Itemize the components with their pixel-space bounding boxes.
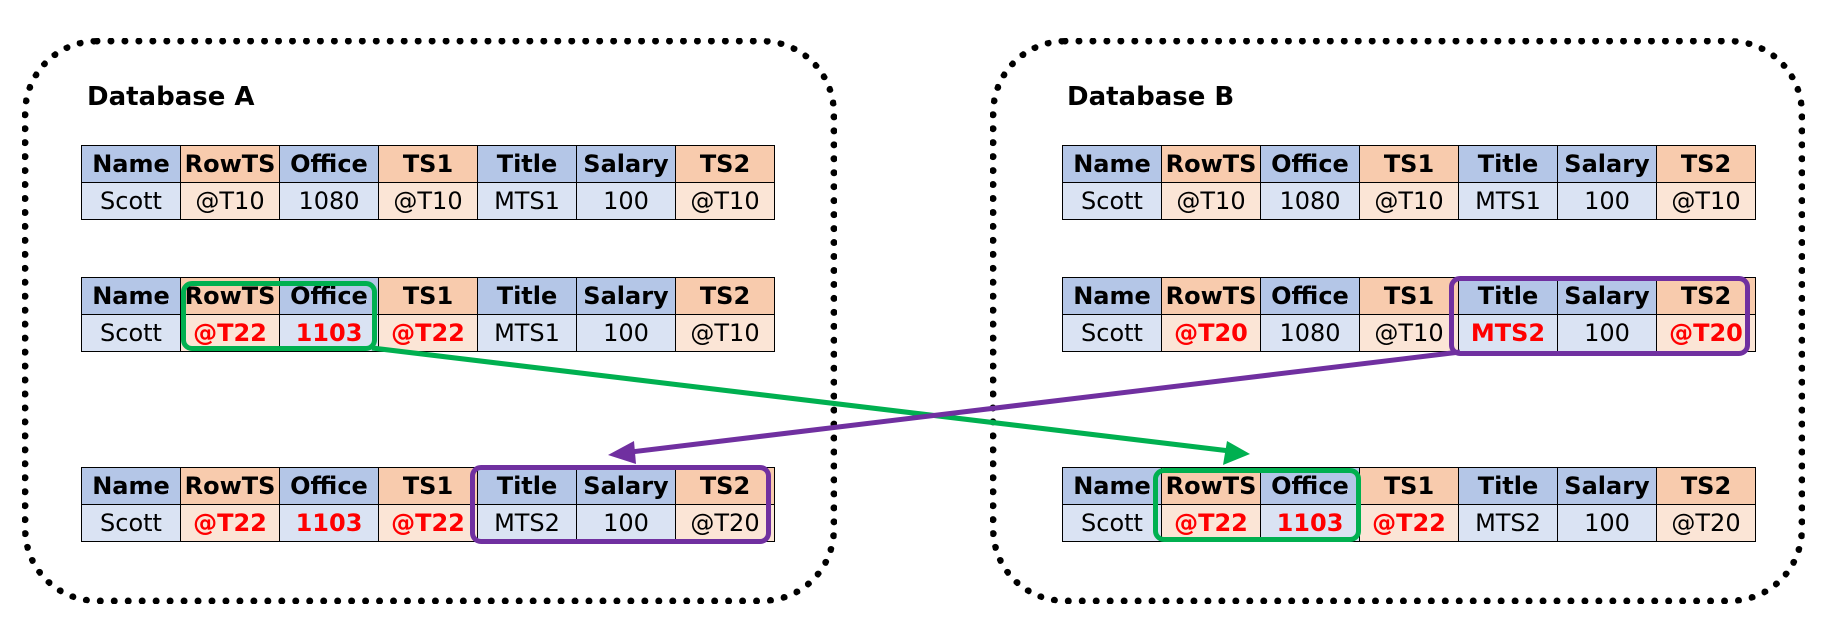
cell-name: Scott <box>1063 315 1162 352</box>
column-header-ts2: TS2 <box>1657 146 1756 183</box>
column-header-ts2: TS2 <box>1657 468 1756 505</box>
cell-title: MTS2 <box>478 505 577 542</box>
column-header-office: Office <box>280 146 379 183</box>
cell-ts1: @T10 <box>1360 183 1459 220</box>
cell-salary: 100 <box>1558 505 1657 542</box>
column-header-rowts: RowTS <box>1162 278 1261 315</box>
cell-rowts: @T22 <box>181 505 280 542</box>
green-replication-arrow <box>371 345 1250 465</box>
column-header-ts1: TS1 <box>1360 468 1459 505</box>
column-header-office: Office <box>1261 278 1360 315</box>
column-header-title: Title <box>478 468 577 505</box>
column-header-title: Title <box>478 278 577 315</box>
cell-name: Scott <box>1063 505 1162 542</box>
column-header-salary: Salary <box>577 146 676 183</box>
column-header-title: Title <box>1459 278 1558 315</box>
cell-title: MTS1 <box>478 183 577 220</box>
cell-ts1: @T10 <box>1360 315 1459 352</box>
cell-office: 1080 <box>280 183 379 220</box>
column-header-office: Office <box>280 468 379 505</box>
column-header-rowts: RowTS <box>1162 146 1261 183</box>
cell-office: 1103 <box>280 505 379 542</box>
column-header-name: Name <box>1063 468 1162 505</box>
column-header-rowts: RowTS <box>181 146 280 183</box>
column-header-title: Title <box>478 146 577 183</box>
cell-ts1: @T22 <box>379 505 478 542</box>
column-header-ts2: TS2 <box>676 468 775 505</box>
db-b-merged-office-highlight <box>1153 468 1361 542</box>
database-b-title: Database B <box>1067 82 1235 112</box>
purple-replication-arrow <box>608 349 1461 464</box>
cell-salary: 100 <box>1558 183 1657 220</box>
column-header-ts2: TS2 <box>676 146 775 183</box>
column-header-name: Name <box>82 278 181 315</box>
cell-ts2: @T10 <box>1657 183 1756 220</box>
db-b-changed-title-highlight <box>1449 276 1750 356</box>
cell-ts2: @T10 <box>676 183 775 220</box>
column-header-ts1: TS1 <box>379 146 478 183</box>
cell-name: Scott <box>82 505 181 542</box>
column-header-ts1: TS1 <box>379 468 478 505</box>
database-a-container <box>22 38 837 604</box>
cell-salary: 100 <box>577 315 676 352</box>
cell-title: MTS2 <box>1459 505 1558 542</box>
cell-rowts: @T22 <box>1162 505 1261 542</box>
column-header-name: Name <box>82 468 181 505</box>
cell-ts1: @T22 <box>1360 505 1459 542</box>
column-header-name: Name <box>1063 278 1162 315</box>
column-header-name: Name <box>1063 146 1162 183</box>
cell-title: MTS2 <box>1459 315 1558 352</box>
column-header-salary: Salary <box>1558 278 1657 315</box>
cell-office: 1080 <box>1261 315 1360 352</box>
cell-ts2: @T20 <box>1657 505 1756 542</box>
column-header-ts1: TS1 <box>1360 278 1459 315</box>
cell-rowts: @T22 <box>181 315 280 352</box>
column-header-office: Office <box>1261 146 1360 183</box>
column-header-rowts: RowTS <box>1162 468 1261 505</box>
database-a-title: Database A <box>87 82 255 112</box>
column-header-title: Title <box>1459 468 1558 505</box>
column-header-salary: Salary <box>577 278 676 315</box>
cell-title: MTS1 <box>1459 183 1558 220</box>
db-a-changed-office-highlight <box>181 281 377 351</box>
cell-office: 1103 <box>280 315 379 352</box>
column-header-title: Title <box>1459 146 1558 183</box>
cell-name: Scott <box>82 315 181 352</box>
cell-office: 1080 <box>1261 183 1360 220</box>
column-header-salary: Salary <box>1558 468 1657 505</box>
column-header-rowts: RowTS <box>181 468 280 505</box>
column-header-salary: Salary <box>577 468 676 505</box>
cell-rowts: @T10 <box>181 183 280 220</box>
cell-office: 1103 <box>1261 505 1360 542</box>
column-header-ts1: TS1 <box>1360 146 1459 183</box>
cell-ts1: @T22 <box>379 315 478 352</box>
column-header-name: Name <box>82 146 181 183</box>
column-header-ts1: TS1 <box>379 278 478 315</box>
db-a-merged-title-highlight <box>470 465 771 544</box>
cell-name: Scott <box>1063 183 1162 220</box>
column-header-salary: Salary <box>1558 146 1657 183</box>
cell-salary: 100 <box>577 183 676 220</box>
cell-name: Scott <box>82 183 181 220</box>
cell-title: MTS1 <box>478 315 577 352</box>
database-b-container <box>990 38 1805 604</box>
cell-salary: 100 <box>1558 315 1657 352</box>
cell-ts2: @T10 <box>676 315 775 352</box>
column-header-ts2: TS2 <box>1657 278 1756 315</box>
column-header-ts2: TS2 <box>676 278 775 315</box>
cell-rowts: @T10 <box>1162 183 1261 220</box>
cell-rowts: @T20 <box>1162 315 1261 352</box>
cell-ts1: @T10 <box>379 183 478 220</box>
